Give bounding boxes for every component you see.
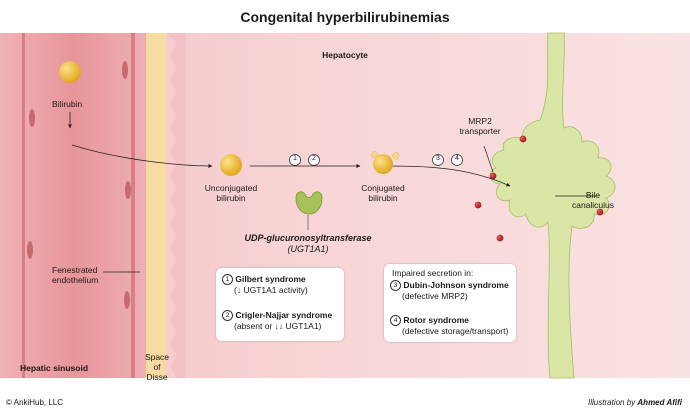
- bilirubin-molecule: [59, 61, 81, 83]
- space-of-disse-label: Space of Disse: [144, 352, 170, 382]
- secretion-disorders-box: Impaired secretion in: 3 Dubin-Johnson s…: [384, 264, 516, 342]
- mrp2-transporter: [489, 172, 497, 180]
- step-circle-2: [308, 154, 320, 166]
- endothelial-nucleus: [29, 109, 35, 127]
- dubin-johnson-item: 3 Dubin-Johnson syndrome: [390, 280, 509, 292]
- endothelial-nucleus: [125, 181, 131, 199]
- uptake-arrow: [71, 144, 213, 168]
- conjugated-bilirubin-molecule: [373, 154, 393, 174]
- illustration-credit: Illustration by Ahmed Afifi: [588, 398, 682, 407]
- mrp2-transporter: [474, 201, 482, 209]
- hepatocyte-label: Hepatocyte: [322, 50, 368, 60]
- conjugated-label: Conjugated bilirubin: [361, 183, 405, 203]
- space-of-disse: [146, 33, 166, 378]
- step-number: 2: [312, 155, 316, 162]
- endothelial-nucleus: [27, 241, 33, 259]
- step-number: 1: [293, 155, 297, 162]
- glucuronide-tag: [391, 152, 400, 161]
- endothelial-nucleus: [122, 61, 128, 79]
- unconjugated-bilirubin-molecule: [220, 154, 242, 176]
- endothelium-wall-left: [22, 33, 25, 378]
- conjugation-disorders-box: 1 Gilbert syndrome (↓ UGT1A1 activity) 2…: [216, 268, 344, 341]
- step-number: 3: [436, 155, 440, 162]
- glucuronide-tag: [371, 151, 379, 159]
- step-number: 4: [455, 155, 459, 162]
- endothelial-nucleus: [124, 291, 130, 309]
- mrp2-transporter: [596, 208, 604, 216]
- mrp2-transporter: [519, 135, 527, 143]
- bile-canaliculus-label: Bile canaliculus: [571, 190, 615, 210]
- bile-canaliculus-shape: [489, 32, 616, 379]
- hepatic-sinusoid-label: Hepatic sinusoid: [20, 363, 89, 373]
- enzyme-label: UDP-glucuronosyltransferase (UGT1A1): [244, 233, 372, 254]
- step-circle-1: [289, 154, 301, 166]
- fenestrated-label: Fenestrated endothelium: [52, 265, 99, 285]
- gilbert-item: 1 Gilbert syndrome: [222, 274, 306, 286]
- ugt1a1-enzyme: [295, 191, 323, 215]
- step-circle-3: [432, 154, 444, 166]
- step-circle-4: [451, 154, 463, 166]
- unconjugated-label: Unconjugated bilirubin: [204, 183, 258, 203]
- rotor-item: 4 Rotor syndrome: [390, 315, 469, 327]
- copyright: © AnkiHub, LLC: [6, 398, 64, 407]
- microvilli-border: [166, 33, 186, 378]
- mrp2-pointer: [483, 145, 494, 173]
- bilirubin-label: Bilirubin: [52, 99, 83, 109]
- secretion-heading: Impaired secretion in:: [392, 268, 474, 278]
- secretion-arrow: [389, 165, 511, 187]
- endothelium-wall-right: [131, 33, 135, 378]
- mrp2-transporter: [496, 234, 504, 242]
- page-title: Congenital hyperbilirubinemias: [240, 9, 450, 25]
- mrp2-label: MRP2 transporter: [459, 116, 501, 136]
- crigler-najjar-item: 2 Crigler-Najjar syndrome: [222, 310, 332, 322]
